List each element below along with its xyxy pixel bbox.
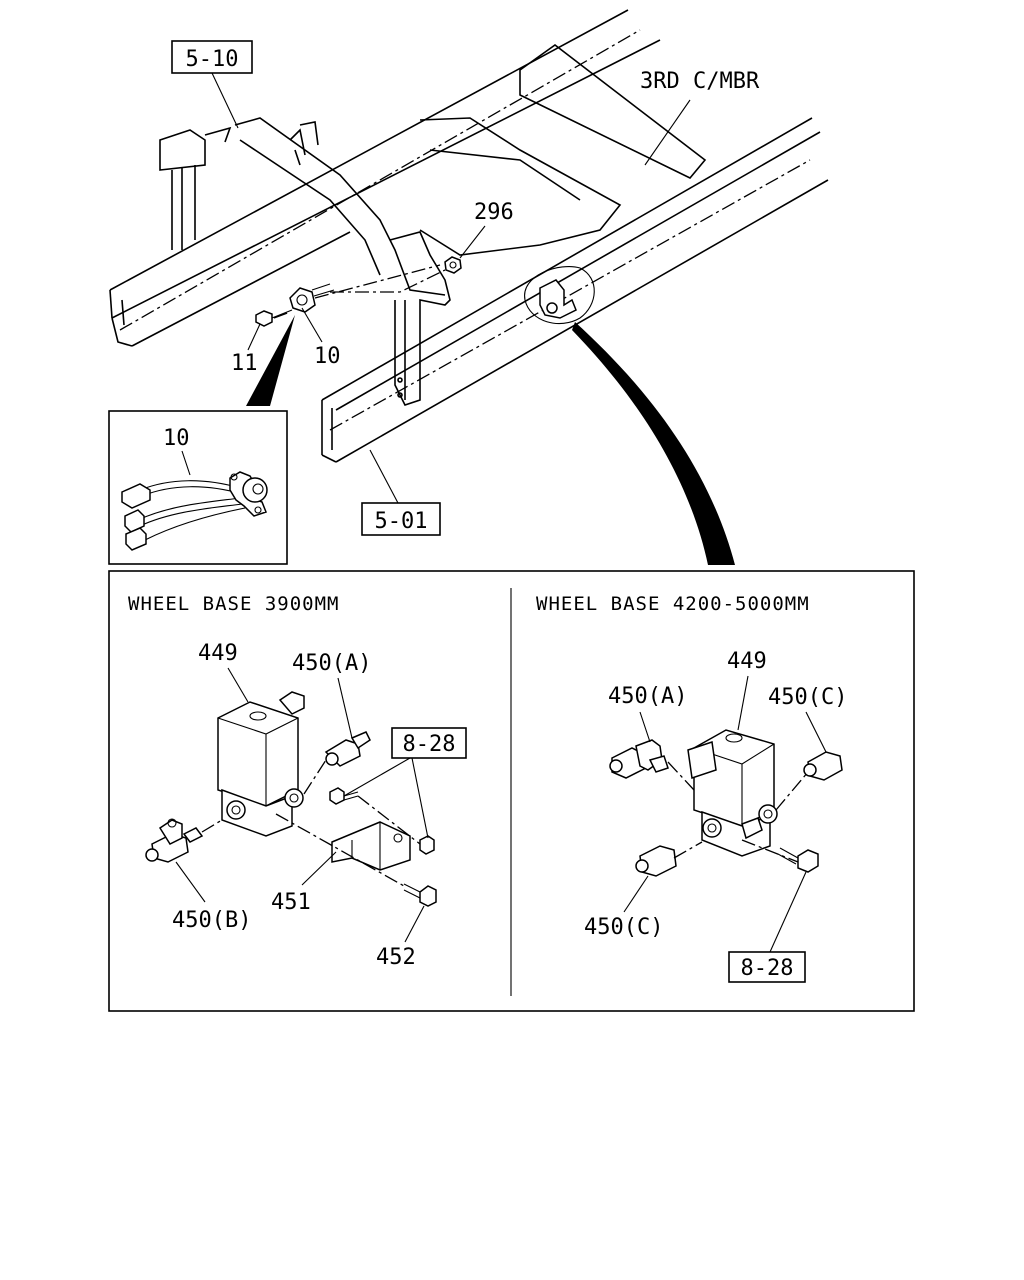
right-ref-box-8-28: [728, 951, 806, 983]
left-ref-8-28: 8-28: [403, 732, 456, 757]
ref-label-5-01: 5-01: [375, 509, 428, 534]
right-heading: WHEEL BASE 4200-5000MM: [536, 593, 810, 615]
left-callout-452: 452: [376, 945, 416, 970]
callout-296: 296: [474, 200, 514, 225]
right-valve-assembly: [609, 729, 843, 877]
callout-11: 11: [231, 351, 258, 376]
right-callout-450a: 450(A): [608, 684, 687, 709]
left-valve-assembly: [145, 691, 437, 907]
crossmember-label: 3RD C/MBR: [640, 69, 760, 94]
left-heading: WHEEL BASE 3900MM: [128, 593, 339, 615]
left-ref-box-8-28: [391, 727, 467, 759]
frame-assembly: [109, 9, 829, 463]
right-callout-450c-top: 450(C): [768, 685, 847, 710]
left-callout-449: 449: [198, 641, 238, 666]
right-ref-8-28: 8-28: [741, 956, 794, 981]
left-callout-451: 451: [271, 890, 311, 915]
detail-pointer-wedge: [572, 322, 735, 565]
left-callout-450b: 450(B): [172, 908, 251, 933]
inset-pointer-wedge: [246, 315, 295, 406]
left-callout-450a: 450(A): [292, 651, 371, 676]
ref-label-5-10: 5-10: [186, 47, 239, 72]
inset-callout-10: 10: [163, 426, 190, 451]
ref-box-5-10: [171, 40, 253, 74]
ref-box-5-01: [361, 502, 441, 536]
callout-10: 10: [314, 344, 341, 369]
switch-harness-illustration: [121, 471, 268, 551]
exploded-hardware: [255, 256, 462, 327]
right-callout-449: 449: [727, 649, 767, 674]
right-callout-450c-bottom: 450(C): [584, 915, 663, 940]
